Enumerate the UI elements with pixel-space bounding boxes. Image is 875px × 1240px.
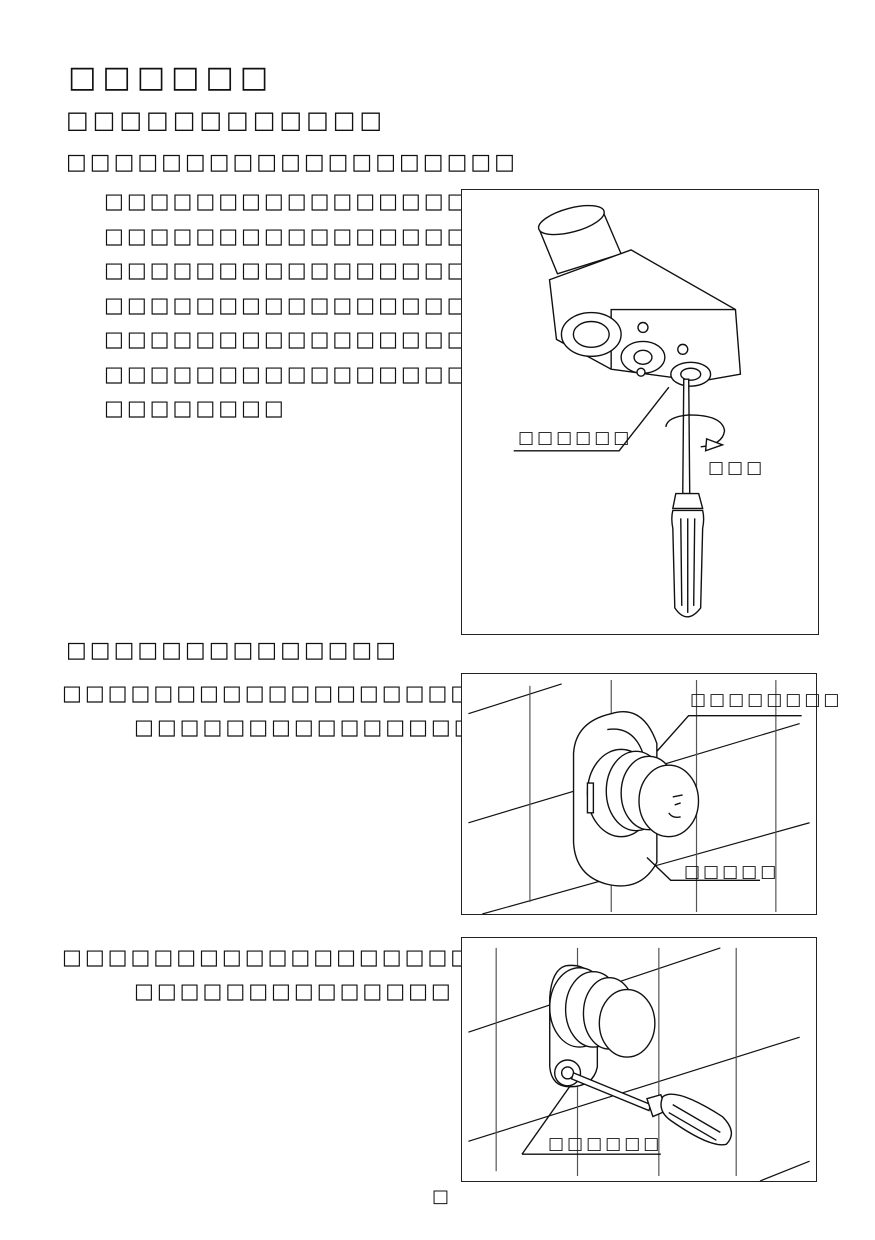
page-number: □: [432, 1186, 450, 1207]
push-button-illustration: [468, 679, 810, 914]
callout-screw-label: □□□□□□: [518, 428, 633, 448]
page-subtitle: □□□□□□□□□□□□: [66, 106, 387, 134]
step1-line2: □□□□□□□□□□□□□□□□: [134, 715, 500, 739]
figure-faucet-screwdriver: □□□□□□ □□□: [461, 189, 819, 635]
paragraph-line: □□□□□□□□□□□□□□□□□□: [104, 223, 516, 248]
section2-heading: □□□□□□□□□□□□□□: [66, 638, 400, 663]
paragraph-line: □□□□□□□□: [104, 396, 287, 420]
paragraph-line: □□□□□□□□□□□□□□□□□□: [104, 258, 516, 282]
callout-screw-label: □□□□□□: [548, 1134, 663, 1154]
section1-paragraph: □□□□□□□□□□□□□□□□□□ □□□□□□□□□□□□□□□□□□ □□…: [104, 184, 515, 426]
page-title: □□□□□□: [68, 60, 275, 95]
step1-line1: □□□□□□□□□□□□□□□□□□□: [62, 681, 496, 705]
faucet-screwdriver-illustration: [513, 204, 742, 618]
paragraph-line: □□□□□□□□□□□□□□□□□□: [104, 327, 516, 351]
paragraph-line: □□□□□□□□□□□□□□□□□□: [104, 361, 516, 386]
paragraph-line: □□□□□□□□□□□□□□□□□□: [104, 292, 516, 317]
callout-top-label: □□□□□□□□: [690, 690, 843, 710]
figure-push-button: □□□□□□□□ □□□□□: [461, 673, 840, 915]
figure-button-screwdriver: □□□□□□: [461, 937, 817, 1182]
button-screwdriver-illustration: [468, 947, 810, 1181]
step2-line2: □□□□□□□□□□□□□□: [134, 979, 454, 1003]
paragraph-line: □□□□□□□□□□□□□□□□□□: [104, 189, 516, 213]
callout-rotate-label: □□□: [708, 458, 766, 478]
section1-heading: □□□□□□□□□□□□□□□□□□□: [66, 150, 518, 175]
step2-line1: □□□□□□□□□□□□□□□□□□□: [62, 945, 496, 969]
callout-bottom-label: □□□□□: [684, 862, 780, 882]
